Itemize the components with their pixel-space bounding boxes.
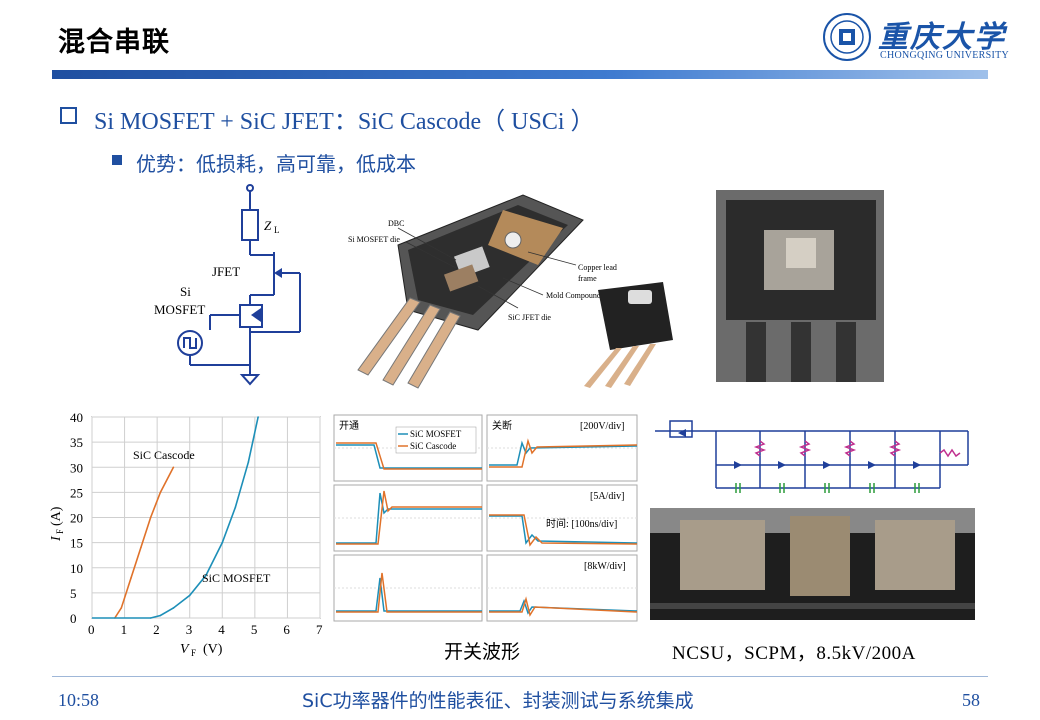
data-point xyxy=(120,607,123,609)
data-point xyxy=(247,461,250,464)
cascode-schematic: Z L JFET Si MOSFET xyxy=(154,184,301,386)
x-tick-label: 7 xyxy=(316,622,323,637)
module-caption: NCSU，SCPM，8.5kV/200A xyxy=(672,643,916,664)
copper-label-1: Copper lead xyxy=(578,263,617,272)
y-tick-label: 30 xyxy=(70,460,83,475)
y-tick-label: 0 xyxy=(70,611,77,626)
x-tick-label: 3 xyxy=(186,622,193,637)
legend-cascode: SiC Cascode xyxy=(410,441,456,451)
decapped-device-photo xyxy=(716,190,884,382)
data-point xyxy=(257,416,259,418)
x-tick-label: 0 xyxy=(88,622,95,637)
x-tick-label: 1 xyxy=(121,622,128,637)
x-axis-label-sub: F xyxy=(191,648,196,658)
copper-label-2: frame xyxy=(578,274,597,283)
turn-off-label: 关断 xyxy=(492,419,512,432)
data-point xyxy=(159,614,162,617)
time-stamp: 10:58 xyxy=(58,690,100,710)
jfet-label: JFET xyxy=(212,264,240,279)
y-axis-unit: (A) xyxy=(49,506,64,526)
turn-on-label: 开通 xyxy=(339,420,359,432)
y-tick-label: 35 xyxy=(70,435,83,450)
data-point xyxy=(149,516,152,519)
y-tick-label: 25 xyxy=(70,485,83,500)
y-tick-label: 10 xyxy=(70,561,83,576)
mold-label: Mold Compound xyxy=(546,291,601,300)
si-die-label: Si MOSFET die xyxy=(348,235,400,244)
iv-chart: 0 1 2 3 4 5 6 7 0 5 10 15 20 25 30 35 40 SiC Cascode SiC… xyxy=(49,410,323,658)
bullet-advantage: 优势：低损耗，高可靠，低成本 xyxy=(136,152,416,176)
mosfet-label: MOSFET xyxy=(154,302,205,317)
university-logo-cn: 重庆大学 xyxy=(878,20,1006,55)
footer-divider xyxy=(52,676,988,677)
university-seal-icon xyxy=(823,13,871,61)
data-point xyxy=(140,546,142,549)
data-point xyxy=(172,466,175,469)
switching-waveforms: SiC MOSFET SiC Cascode 开通 关断 [200V/div] … xyxy=(333,414,638,622)
zl-label: Z xyxy=(264,218,272,233)
x-tick-label: 4 xyxy=(218,622,225,637)
square-bullet-icon xyxy=(112,155,122,165)
data-point xyxy=(172,607,175,609)
si-label: Si xyxy=(180,284,191,299)
x-tick-label: 2 xyxy=(153,622,160,637)
x-tick-label: 6 xyxy=(283,622,290,637)
scale-voltage: [200V/div] xyxy=(580,421,624,432)
y-tick-label: 5 xyxy=(70,586,77,601)
y-axis-label: I xyxy=(49,535,64,542)
chart-annotation-cascode: SiC Cascode xyxy=(133,448,195,462)
y-axis-label-sub: F xyxy=(55,529,65,534)
data-point xyxy=(188,594,191,597)
dbc-label: DBC xyxy=(388,219,404,228)
checkbox-bullet-icon xyxy=(60,107,77,124)
scale-power: [8kW/div] xyxy=(584,561,626,572)
data-point xyxy=(234,506,237,509)
data-point xyxy=(130,577,132,579)
page-title: 混合串联 xyxy=(58,27,170,58)
footer-title: SiC功率器件的性能表征、封装测试与系统集成 xyxy=(302,690,694,712)
waveform-caption: 开关波形 xyxy=(444,641,521,663)
y-tick-label: 15 xyxy=(70,536,83,551)
scale-time: 时间: [100ns/div] xyxy=(546,517,617,530)
page-number: 58 xyxy=(962,690,980,710)
data-point xyxy=(221,541,224,544)
series-string-schematic xyxy=(655,420,969,493)
bullet-heading: Si MOSFET + SiC JFET：SiC Cascode（ USCi ） xyxy=(94,109,595,135)
scale-current: [5A/div] xyxy=(590,491,624,502)
sic-die-label: SiC JFET die xyxy=(508,313,551,322)
legend-mosfet: SiC MOSFET xyxy=(410,429,462,439)
to247-package-illustration: DBC Si MOSFET die Copper lead frame Mold… xyxy=(348,194,673,389)
header-bar xyxy=(52,70,988,79)
x-axis-unit: (V) xyxy=(203,642,223,657)
y-tick-label: 40 xyxy=(70,410,83,425)
x-axis-label: V xyxy=(180,642,190,657)
data-point xyxy=(159,491,162,494)
university-logo-en: CHONGQING UNIVERSITY xyxy=(880,50,1010,61)
zl-sub-label: L xyxy=(274,225,280,235)
data-point xyxy=(205,574,207,577)
scpm-module-photo xyxy=(650,508,975,620)
chart-annotation-mosfet: SiC MOSFET xyxy=(202,571,271,585)
x-tick-label: 5 xyxy=(251,622,258,637)
y-tick-label: 20 xyxy=(70,511,83,526)
